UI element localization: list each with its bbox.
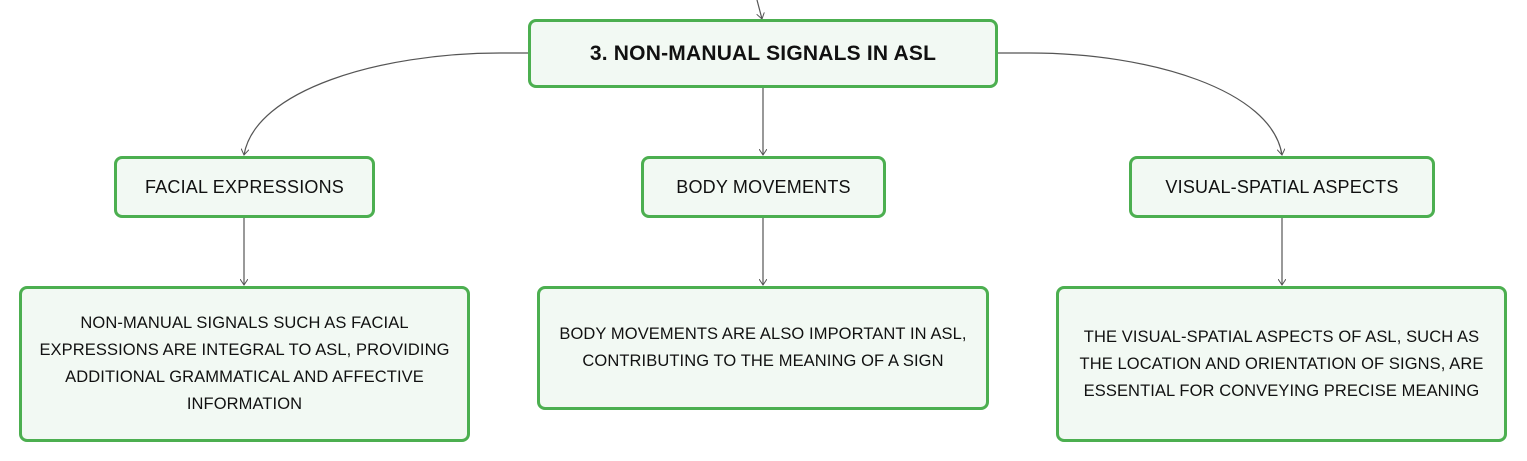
branch-node-body-movements[interactable]: BODY MOVEMENTS	[641, 156, 886, 218]
branch-node-facial-expressions[interactable]: FACIAL EXPRESSIONS	[114, 156, 375, 218]
branch-label-body-movements: BODY MOVEMENTS	[676, 176, 851, 197]
root-topic-label: 3. NON-MANUAL SIGNALS IN ASL	[589, 41, 937, 65]
detail-node-visual-spatial-aspects[interactable]: THE VISUAL-SPATIAL ASPECTS OF ASL, SUCH …	[1056, 286, 1507, 442]
branch-label-visual-spatial-aspects: VISUAL-SPATIAL ASPECTS	[1165, 176, 1399, 197]
connector-root-to-visual	[998, 52, 1282, 155]
detail-text-visual-spatial-aspects: THE VISUAL-SPATIAL ASPECTS OF ASL, SUCH …	[1079, 327, 1484, 400]
branch-node-visual-spatial-aspects[interactable]: VISUAL-SPATIAL ASPECTS	[1129, 156, 1435, 218]
detail-text-facial-expressions: NON-MANUAL SIGNALS SUCH AS FACIAL EXPRES…	[39, 314, 450, 413]
detail-node-facial-expressions[interactable]: NON-MANUAL SIGNALS SUCH AS FACIAL EXPRES…	[19, 286, 470, 442]
detail-text-body-movements: BODY MOVEMENTS ARE ALSO IMPORTANT IN ASL…	[559, 325, 967, 370]
incoming-connector	[756, 0, 762, 19]
root-topic-node[interactable]: 3. NON-MANUAL SIGNALS IN ASL	[528, 19, 998, 88]
detail-node-body-movements[interactable]: BODY MOVEMENTS ARE ALSO IMPORTANT IN ASL…	[537, 286, 989, 410]
connector-root-to-facial	[244, 52, 528, 155]
branch-label-facial-expressions: FACIAL EXPRESSIONS	[145, 176, 344, 197]
